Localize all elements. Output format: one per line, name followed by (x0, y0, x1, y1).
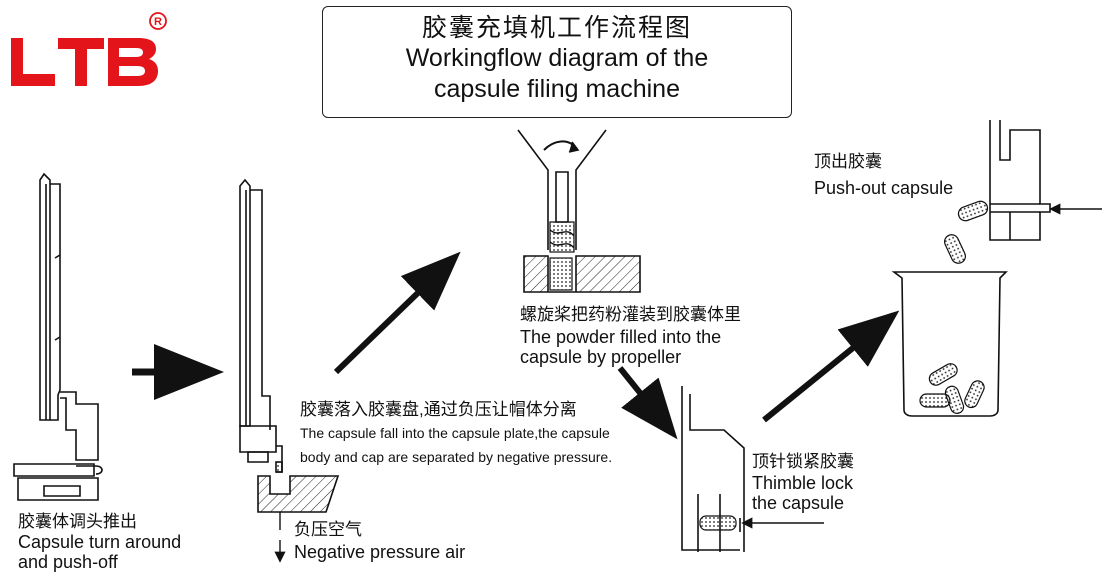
step2b-zh: 负压空气 (294, 520, 362, 539)
stage2-plate (257, 475, 340, 513)
step1-en-line1: Capsule turn around (18, 532, 182, 552)
step1-en-line2: and push-off (18, 552, 118, 572)
step2-zh: 胶囊落入胶囊盘,通过负压让帽体分离 (300, 400, 577, 419)
title-zh: 胶囊充填机工作流程图 (421, 14, 692, 42)
stage3-plate (523, 255, 641, 293)
stage5-pushout (989, 120, 1051, 241)
diagram-title-box: 胶囊充填机工作流程图 Workingflow diagram of the ca… (322, 6, 792, 118)
title-en-line1: Workingflow diagram of the (405, 44, 709, 72)
step3-zh: 螺旋桨把药粉灌装到胶囊体里 (520, 305, 741, 324)
step2-en-line2: body and cap are separated by negative p… (300, 449, 613, 465)
step3-en-line2: capsule by propeller (520, 347, 682, 367)
step5-zh: 顶出胶囊 (814, 152, 882, 171)
step3-en-line1: The powder filled into the (520, 327, 722, 347)
step2-en-line1: The capsule fall into the capsule plate,… (300, 425, 610, 441)
stage2-tube (239, 178, 283, 473)
collection-beaker (891, 271, 1008, 417)
ejected-capsules (944, 200, 989, 264)
svg-text:R: R (154, 16, 162, 28)
stage1-tube (13, 172, 103, 501)
step5-en-line1: Push-out capsule (814, 178, 954, 198)
stage4-lock (681, 386, 745, 552)
stage3-hopper (517, 129, 607, 250)
step4-zh: 顶针锁紧胶囊 (752, 452, 854, 471)
title-en-line2: capsule filing machine (434, 75, 680, 103)
collected-capsules (919, 363, 985, 414)
ltb-logo: R (11, 12, 167, 86)
step2b-en-line1: Negative pressure air (294, 542, 466, 562)
step4-en-line1: Thimble lock (752, 473, 854, 493)
step1-zh: 胶囊体调头推出 (18, 512, 137, 531)
step4-en-line2: the capsule (752, 493, 845, 513)
